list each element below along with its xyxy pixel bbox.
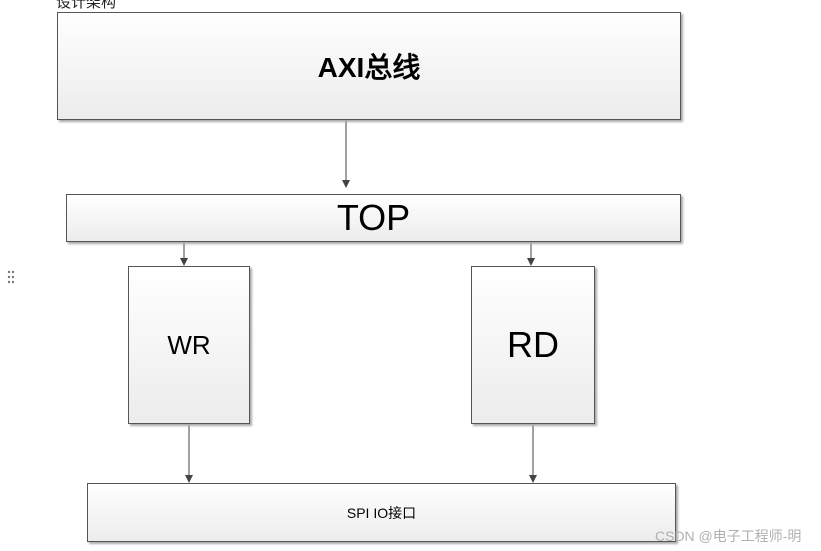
node-top: TOP <box>66 194 681 242</box>
watermark: CSDN @电子工程师-明 <box>655 528 802 544</box>
node-label: AXI总线 <box>317 52 421 83</box>
node-label: TOP <box>336 197 411 238</box>
node-label: RD <box>507 324 559 365</box>
caption: 设计架构 <box>56 0 117 11</box>
node-label: SPI IO接口 <box>346 504 417 521</box>
node-label: WR <box>167 329 211 360</box>
drag-handle-icon[interactable] <box>7 270 15 284</box>
node-axi-bus: AXI总线 <box>57 12 681 120</box>
node-rd: RD <box>471 266 595 424</box>
node-wr: WR <box>128 266 250 424</box>
node-spi-io: SPI IO接口 <box>87 483 676 542</box>
